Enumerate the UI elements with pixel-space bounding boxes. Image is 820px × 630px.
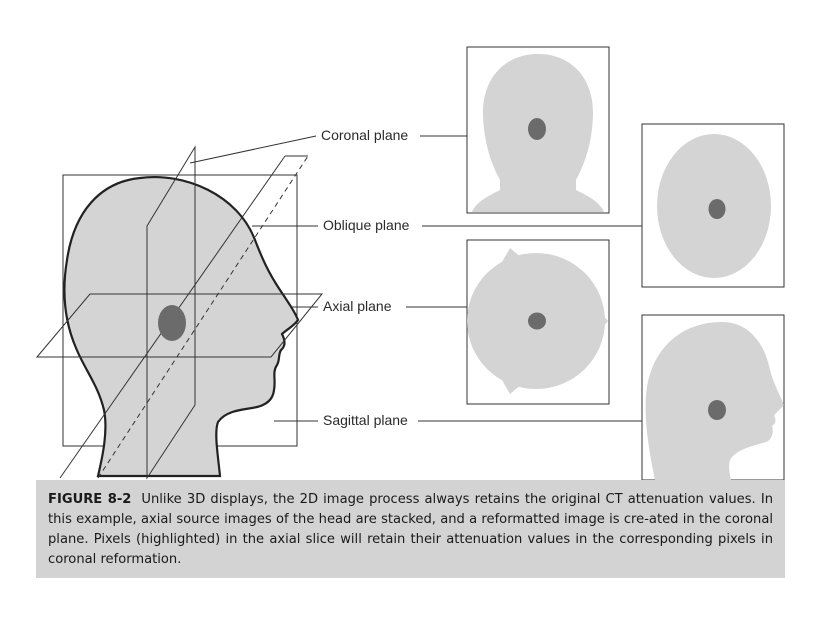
axial-pixel <box>528 312 546 330</box>
caption-text: Unlike 3D displays, the 2D image process… <box>48 492 773 567</box>
sagittal-thumbnail <box>641 314 785 481</box>
leader-lines <box>189 135 643 422</box>
figure-number: FIGURE 8-2 <box>48 492 132 507</box>
oblique-plane-label: Oblique plane <box>320 217 413 233</box>
main-head-illustration <box>35 145 324 480</box>
oblique-pixel <box>708 199 726 219</box>
oblique-plane-edge-2 <box>97 155 309 479</box>
coronal-plane-outline <box>146 145 196 480</box>
sagittal-plane-label: Sagittal plane <box>320 412 411 428</box>
sagittal-pixel <box>708 400 726 420</box>
axial-plane-outline <box>35 293 324 358</box>
coronal-leader-left <box>189 135 317 164</box>
highlighted-pixel <box>158 305 186 341</box>
axial-plane-label: Axial plane <box>320 298 395 314</box>
axial-thumbnail <box>466 239 610 405</box>
oblique-thumbnail <box>641 123 785 288</box>
coronal-pixel <box>528 118 546 140</box>
coronal-thumbnail <box>466 46 610 214</box>
coronal-plane-label: Coronal plane <box>318 127 412 143</box>
